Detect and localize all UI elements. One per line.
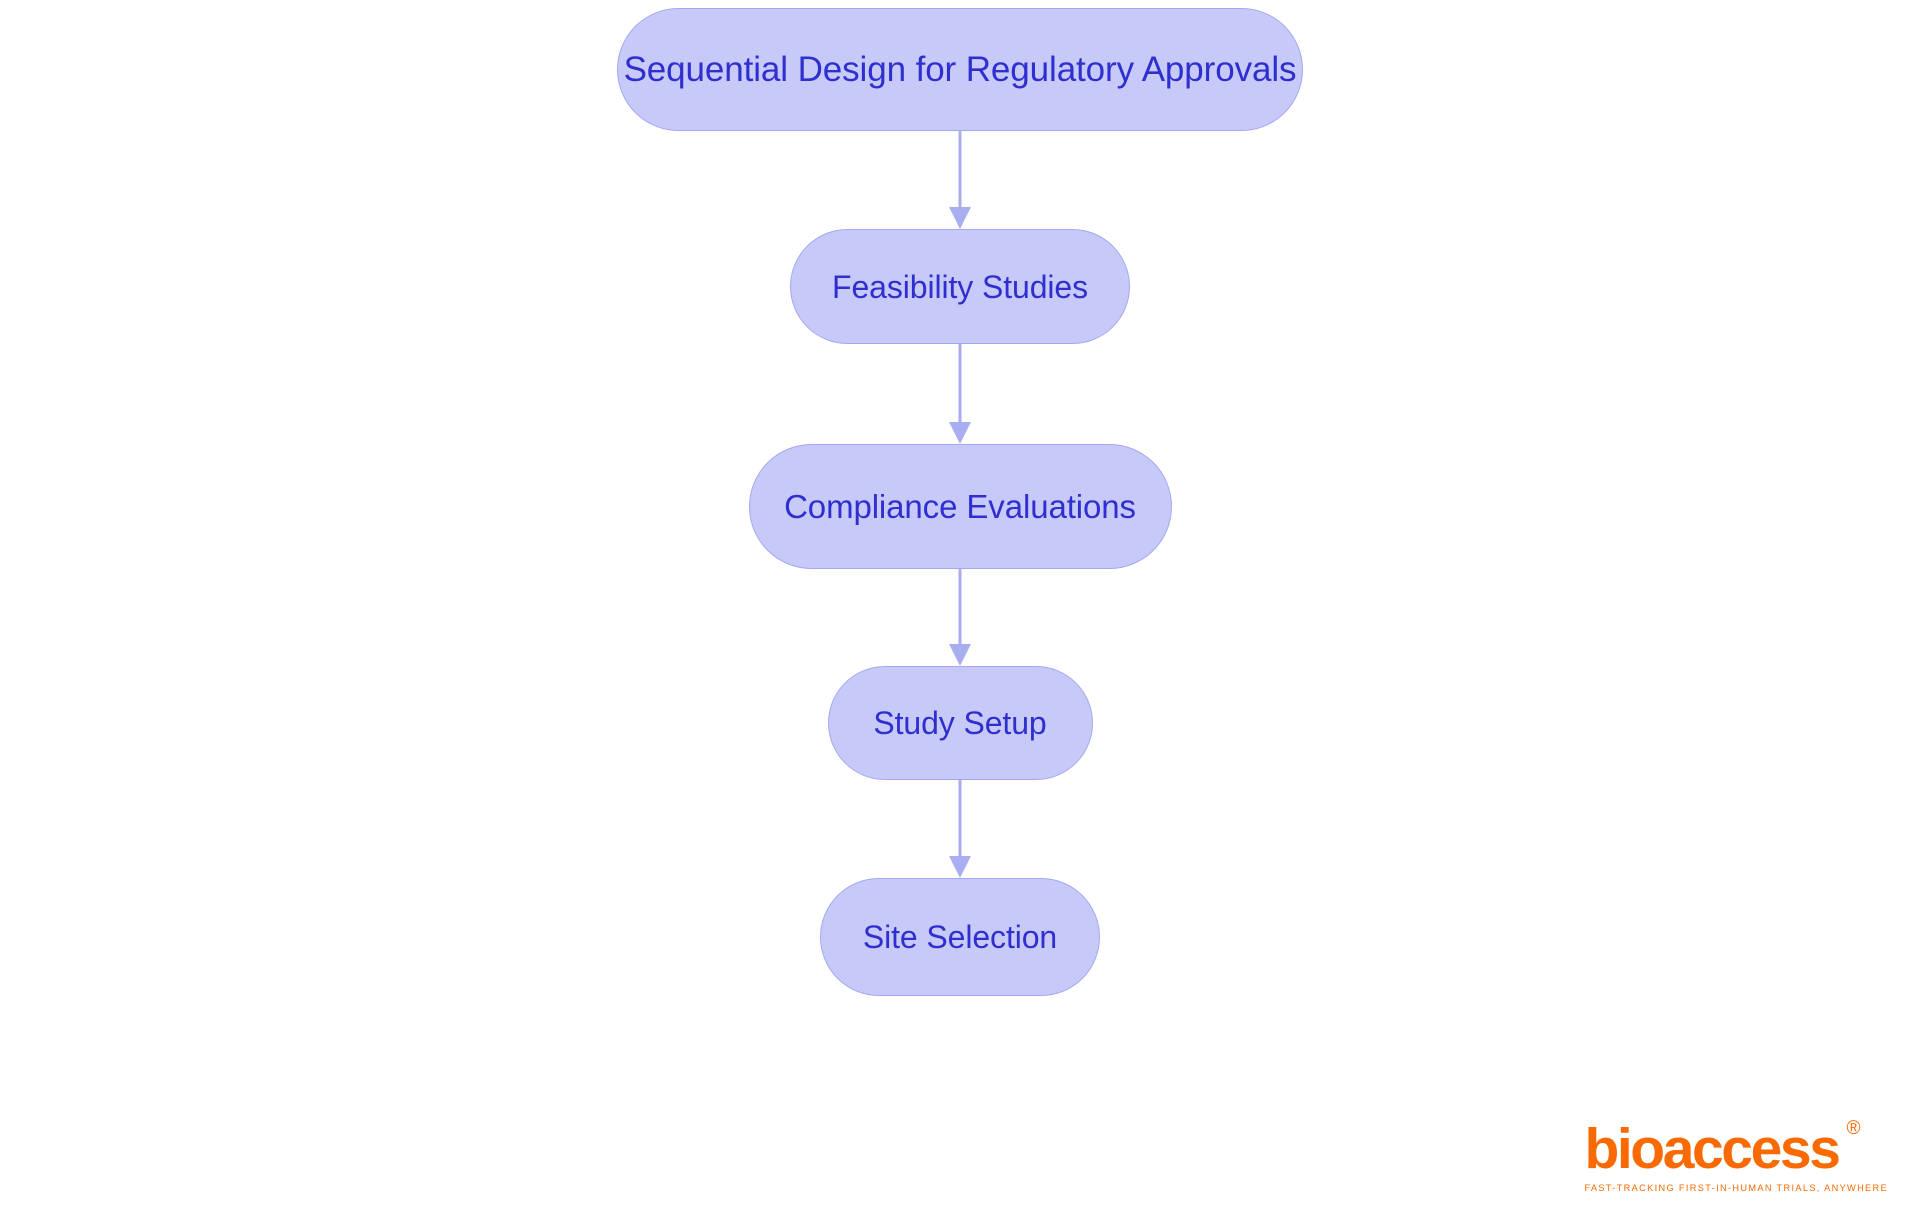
flow-connector-arrow xyxy=(940,569,980,666)
flow-node-sequential-design[interactable]: Sequential Design for Regulatory Approva… xyxy=(617,8,1303,131)
arrow-down-icon xyxy=(949,422,971,444)
flow-node-label: Sequential Design for Regulatory Approva… xyxy=(623,50,1297,89)
flow-node-compliance-evaluations[interactable]: Compliance Evaluations xyxy=(748,444,1172,569)
registered-trademark-icon: ® xyxy=(1846,1117,1861,1139)
flow-node-feasibility-studies[interactable]: Feasibility Studies xyxy=(790,229,1130,344)
flow-node-label: Feasibility Studies xyxy=(832,268,1088,305)
connector-line xyxy=(958,131,962,209)
connector-line xyxy=(958,569,962,646)
flow-connector-arrow xyxy=(940,344,980,444)
flow-node-label: Compliance Evaluations xyxy=(784,488,1136,525)
arrow-down-icon xyxy=(949,207,971,229)
connector-line xyxy=(958,780,962,858)
flow-connector-arrow xyxy=(940,780,980,878)
logo-tagline: FAST-TRACKING FIRST-IN-HUMAN TRIALS, ANY… xyxy=(1584,1182,1888,1193)
arrow-down-icon xyxy=(949,856,971,878)
logo-wordmark: bioaccess ® xyxy=(1584,1119,1860,1178)
flow-connector-arrow xyxy=(940,131,980,229)
arrow-down-icon xyxy=(949,644,971,666)
flow-node-study-setup[interactable]: Study Setup xyxy=(827,666,1093,780)
flow-node-site-selection[interactable]: Site Selection xyxy=(820,878,1100,996)
flow-node-label: Study Setup xyxy=(873,705,1047,741)
logo-wordmark-text: bioaccess xyxy=(1584,1116,1840,1181)
connector-line xyxy=(958,344,962,424)
flow-node-label: Site Selection xyxy=(862,919,1058,955)
flowchart: Sequential Design for Regulatory Approva… xyxy=(617,8,1303,996)
bioaccess-logo: bioaccess ® FAST-TRACKING FIRST-IN-HUMAN… xyxy=(1584,1119,1888,1193)
